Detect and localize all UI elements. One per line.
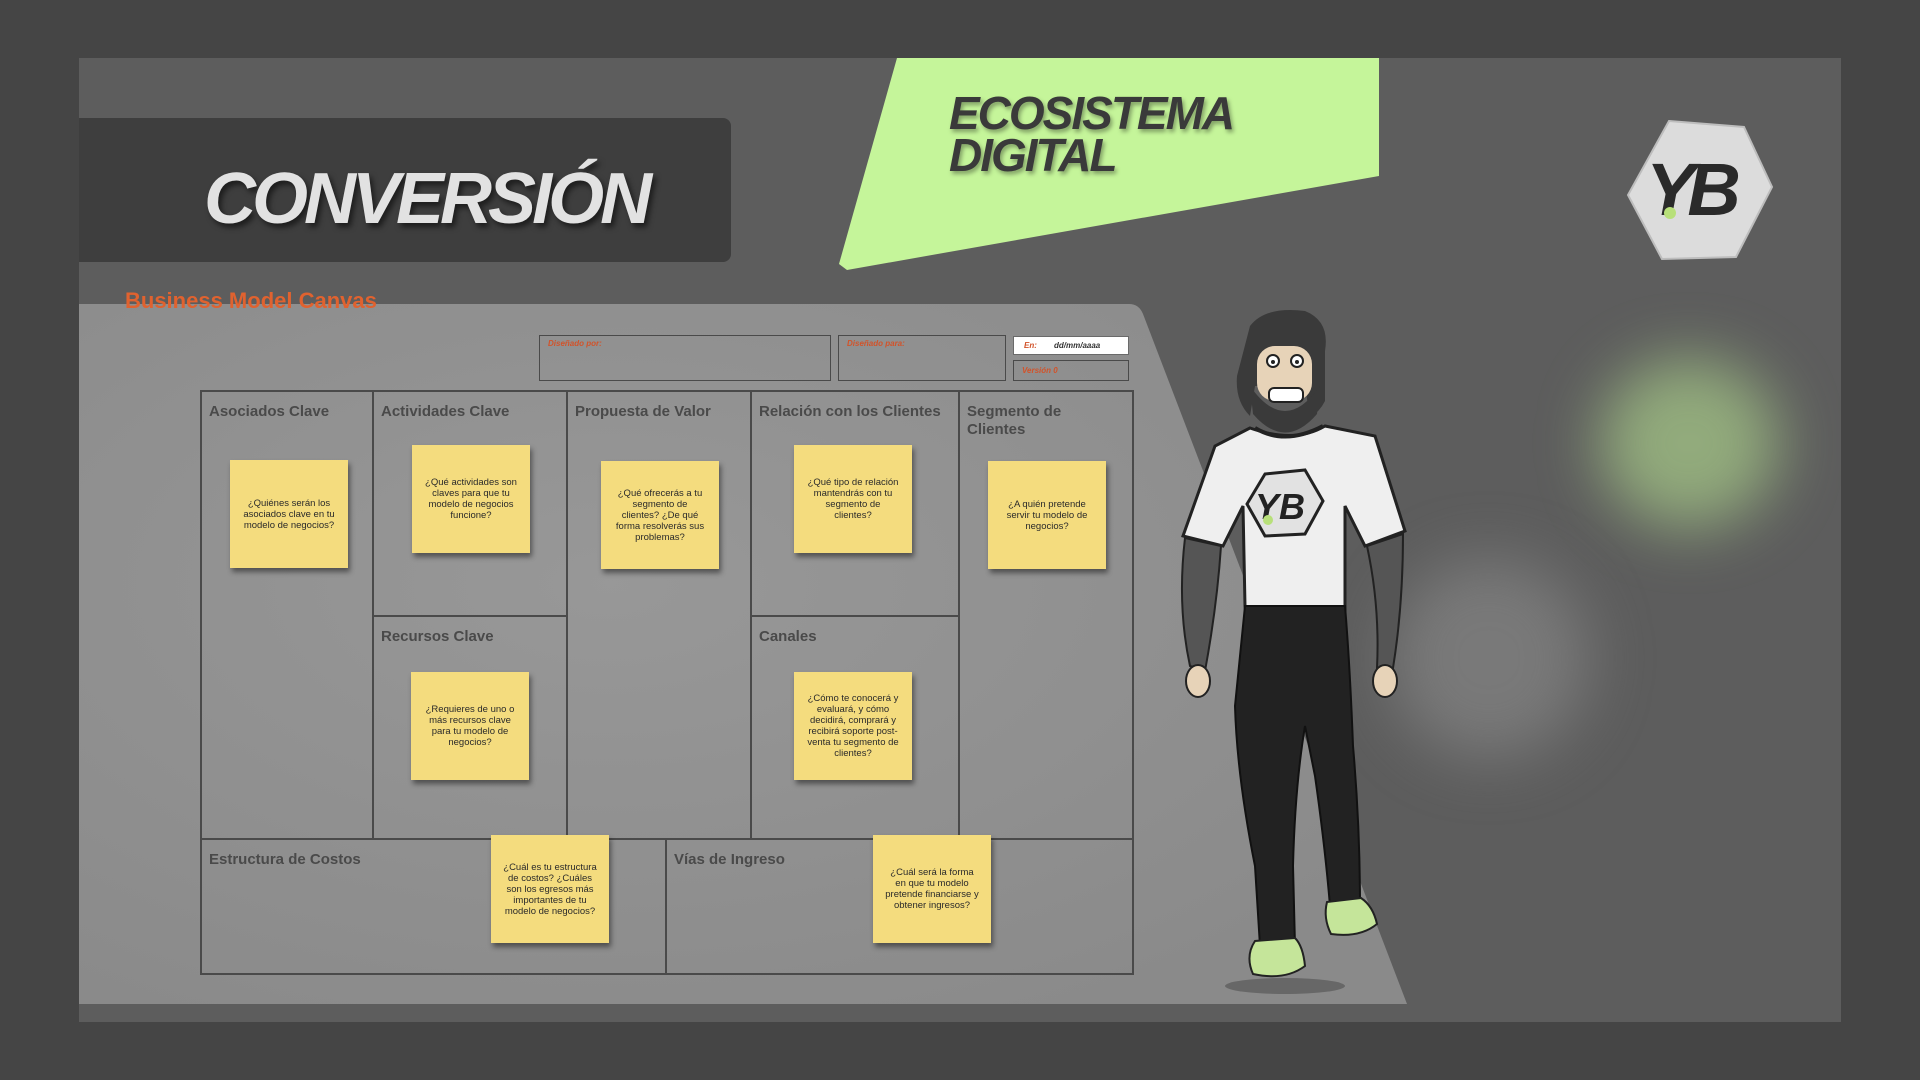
banner-shape [839,58,1379,270]
cell-channels: Canales [750,615,960,840]
sticky-note[interactable]: ¿Qué ofrecerás a tu segmento de clientes… [601,461,719,569]
sticky-note-text: ¿Cuál es tu estructura de costos? ¿Cuále… [503,861,597,917]
background-glow [1599,358,1779,528]
cell-customer-relations: Relación con los Clientes [750,390,960,617]
sticky-note[interactable]: ¿Cómo te conocerá y evaluará, y cómo dec… [794,672,912,780]
cell-label: Segmento de Clientes [967,403,1062,438]
sticky-note-text: ¿Requieres de uno o más recursos clave p… [425,704,515,748]
sticky-note-text: ¿Cómo te conocerá y evaluará, y cómo dec… [807,693,899,759]
sticky-note-text: ¿Cuál será la forma en que tu modelo pre… [885,867,979,911]
date-label: En: [1024,341,1037,350]
cell-key-resources: Recursos Clave [372,615,568,840]
cell-customer-segments: Segmento de Clientes [958,390,1134,840]
cell-label: Relación con los Clientes [759,403,941,420]
cell-label: Vías de Ingreso [674,851,785,868]
cell-key-activities: Actividades Clave [372,390,568,617]
background-glow [1389,558,1589,758]
cell-label: Asociados Clave [209,403,330,420]
cell-label: Canales [759,628,817,645]
sticky-note-text: ¿Qué tipo de relación mantendrás con tu … [807,477,899,521]
cell-value-proposition: Propuesta de Valor [566,390,752,840]
yb-logo-icon: YB [1626,119,1774,261]
sticky-note[interactable]: ¿Cuál es tu estructura de costos? ¿Cuále… [491,835,609,943]
sticky-note-text: ¿Qué actividades son claves para que tu … [425,477,517,521]
svg-text:YB: YB [1646,148,1738,231]
sticky-note[interactable]: ¿Requieres de uno o más recursos clave p… [411,672,529,780]
sticky-note[interactable]: ¿Qué actividades son claves para que tu … [412,445,530,553]
version-field[interactable]: Versión 0 [1013,360,1129,381]
designed-for-field[interactable]: Diseñado para: [838,335,1006,381]
banner-line-2: DIGITAL [949,129,1118,181]
cell-label: Recursos Clave [381,628,494,645]
sticky-note[interactable]: ¿Qué tipo de relación mantendrás con tu … [794,445,912,553]
cell-label: Propuesta de Valor [575,403,711,420]
sticky-note-text: ¿Qué ofrecerás a tu segmento de clientes… [615,487,705,543]
svg-text:YB: YB [1255,486,1305,527]
sticky-note[interactable]: ¿A quién pretende servir tu modelo de ne… [988,461,1106,569]
section-title-box: CONVERSIÓN [79,118,731,262]
banner-title: ECOSISTEMA DIGITAL [949,87,1235,181]
date-value: dd/mm/aaaa [1054,341,1101,350]
version-label: Versión 0 [1022,366,1058,375]
date-field[interactable]: En: dd/mm/aaaa [1013,336,1129,355]
designed-by-field[interactable]: Diseñado por: [539,335,831,381]
cell-label: Actividades Clave [381,403,510,420]
cell-cost-structure: Estructura de Costos [200,838,667,975]
banner-line-1: ECOSISTEMA [949,87,1235,139]
sticky-note[interactable]: ¿Cuál será la forma en que tu modelo pre… [873,835,991,943]
cell-key-partners: Asociados Clave [200,390,374,840]
cell-label: Estructura de Costos [209,851,361,868]
sticky-note-text: ¿Quiénes serán los asociados clave en tu… [243,497,335,531]
character-illustration: YB [1180,310,1407,994]
sticky-note[interactable]: ¿Quiénes serán los asociados clave en tu… [230,460,348,568]
designed-by-label: Diseñado por: [548,339,602,348]
designed-for-label: Diseñado para: [847,339,905,348]
canvas-title: Business Model Canvas [125,288,377,313]
section-title: CONVERSIÓN [204,159,652,239]
sticky-note-text: ¿A quién pretende servir tu modelo de ne… [1006,498,1088,532]
